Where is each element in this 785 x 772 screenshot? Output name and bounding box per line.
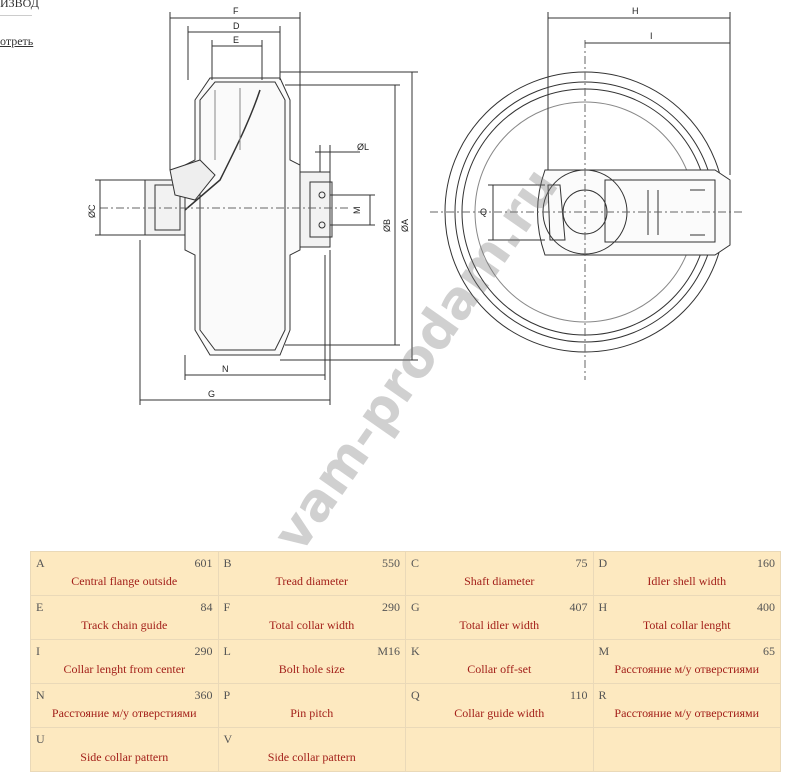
spec-cell: [405, 727, 594, 772]
spec-code: G: [411, 600, 420, 614]
spec-description: Расстояние м/у отверстиями: [614, 662, 760, 676]
spec-code: Q: [411, 688, 420, 702]
spec-description: Расстояние м/у отверстиями: [51, 706, 197, 720]
spec-value: 400: [757, 600, 775, 614]
spec-cell: P Pin pitch: [217, 683, 406, 728]
spec-description: Idler shell width: [647, 574, 727, 588]
nav-link-1[interactable]: ИЗВОД: [0, 0, 39, 16]
spec-value: M16: [377, 644, 400, 658]
spec-description: Tread diameter: [275, 574, 349, 588]
spec-value: 110: [569, 688, 588, 702]
dim-label-m: M: [352, 207, 362, 215]
dim-label-a: ØA: [400, 219, 410, 232]
dim-label-d: D: [233, 21, 240, 31]
spec-code: N: [36, 688, 45, 702]
spec-description: Side collar pattern: [80, 750, 169, 764]
spec-description: Track chain guide: [81, 618, 168, 632]
nav-link-2-label[interactable]: отреть: [0, 34, 34, 48]
dim-label-c: ØC: [87, 204, 97, 218]
dim-label-g: G: [208, 389, 215, 399]
spec-value: 360: [194, 688, 213, 702]
spec-value: 84: [200, 600, 213, 614]
idler-technical-drawing: F D E ØL M ØB ØA ØC N G H I Q: [87, 6, 745, 405]
spec-code: E: [36, 600, 44, 614]
idler-front-view: H I Q: [430, 6, 745, 380]
spec-code: K: [411, 644, 420, 658]
spec-code: C: [411, 556, 420, 570]
spec-code: L: [223, 644, 231, 658]
nav-link-2[interactable]: отреть: [0, 34, 33, 49]
spec-value: 160: [757, 556, 775, 570]
spec-cell: R Расстояние м/у отверстиями: [592, 683, 781, 728]
spec-cell: [592, 727, 781, 772]
spec-code: U: [36, 732, 45, 746]
table-row: U Side collar pattern V Side collar pattern: [30, 727, 781, 772]
dim-label-f: F: [233, 6, 239, 16]
spec-code: A: [36, 556, 45, 570]
dim-label-h: H: [632, 6, 639, 16]
spec-code: R: [598, 688, 607, 702]
spec-cell: V Side collar pattern: [217, 727, 406, 772]
spec-description: Total collar lenght: [642, 618, 731, 632]
spec-value: 75: [575, 556, 588, 570]
dim-label-b: ØB: [382, 219, 392, 232]
spec-description: Pin pitch: [290, 706, 334, 720]
spec-description: Bolt hole size: [278, 662, 345, 676]
spec-description: Collar lenght from center: [63, 662, 186, 676]
dim-label-i: I: [650, 31, 653, 41]
spec-code: D: [598, 556, 608, 570]
spec-value: 407: [569, 600, 588, 614]
spec-description: Central flange outside: [71, 574, 178, 588]
dim-label-q: Q: [480, 207, 487, 217]
spec-description: Total idler width: [459, 618, 540, 632]
dim-label-l: ØL: [357, 142, 369, 152]
dim-label-n: N: [222, 364, 229, 374]
spec-value: 65: [763, 644, 775, 658]
spec-cell: K Collar off-set: [405, 639, 594, 684]
spec-code: V: [223, 732, 233, 746]
spec-description: Shaft diameter: [464, 574, 535, 588]
idler-side-view: F D E ØL M ØB ØA ØC N G: [87, 6, 418, 405]
spec-code: H: [598, 600, 608, 614]
spec-value: 550: [382, 556, 400, 570]
nav-link-1-label: ИЗВОД: [0, 0, 39, 10]
spec-description: Side collar pattern: [267, 750, 356, 764]
spec-description: Расстояние м/у отверстиями: [614, 706, 760, 720]
spec-code: F: [223, 600, 231, 614]
dim-label-e: E: [233, 35, 239, 45]
spec-cell: U Side collar pattern: [30, 727, 219, 772]
spec-description: Collar off-set: [467, 662, 532, 676]
spec-code: M: [598, 644, 610, 658]
spec-code: B: [223, 556, 232, 570]
spec-code: I: [36, 644, 40, 658]
spec-description: Total collar width: [269, 618, 355, 632]
spec-value: 290: [194, 644, 213, 658]
spec-description: Collar guide width: [454, 706, 545, 720]
spec-value: 290: [382, 600, 400, 614]
spec-code: P: [223, 688, 231, 702]
spec-value: 601: [194, 556, 213, 570]
